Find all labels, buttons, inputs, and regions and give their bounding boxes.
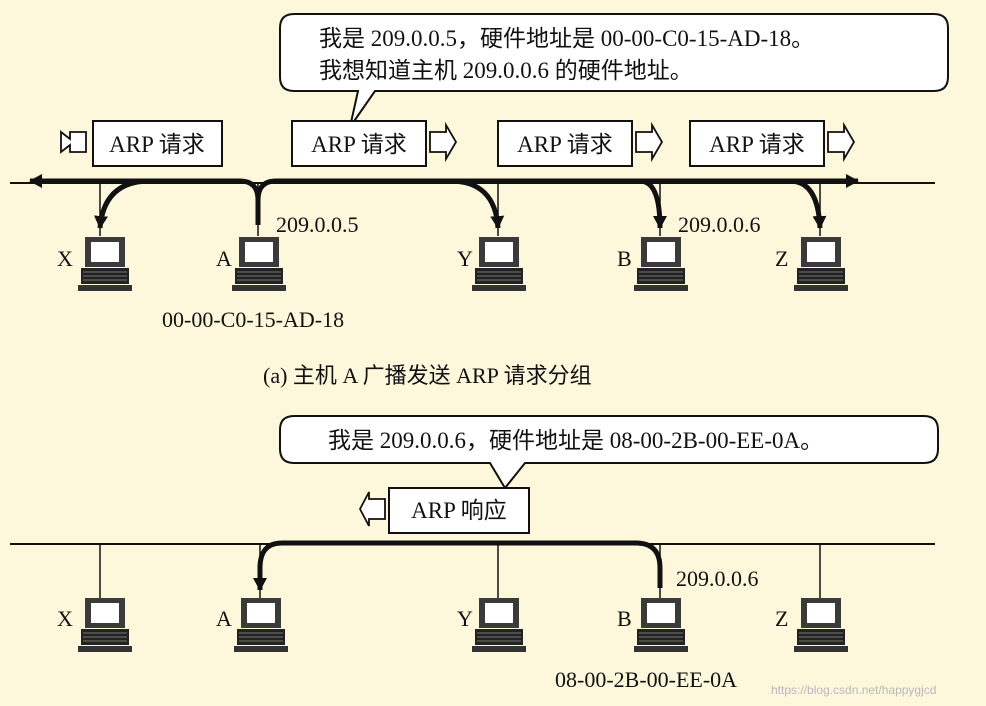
computer-icon <box>233 597 289 653</box>
computer-icon <box>633 597 689 653</box>
speech-bubble-a <box>279 13 949 128</box>
packet-label: ARP 请求 <box>709 132 805 157</box>
arrow-to-b <box>639 178 667 229</box>
ip-label-b: 209.0.0.6 <box>676 566 759 591</box>
arp-request-packet-2: ARP 请求 <box>291 120 458 167</box>
caption-a: (a) 主机 A 广播发送 ARP 请求分组 <box>263 363 592 388</box>
computer-icon <box>793 597 849 653</box>
bubble-a-line1: 我是 209.0.0.5，硬件地址是 00-00-C0-15-AD-18。 <box>319 26 814 51</box>
host-label-b: B <box>617 606 632 631</box>
watermark: https://blog.csdn.net/happygjcd <box>771 683 936 697</box>
mac-label-b: 08-00-2B-00-EE-0A <box>555 667 737 692</box>
arp-request-packet-4: ARP 请求 <box>689 120 856 167</box>
ip-label-b: 209.0.0.6 <box>678 212 761 237</box>
panel-a: 我是 209.0.0.5，硬件地址是 00-00-C0-15-AD-18。 我想… <box>10 13 949 388</box>
panel-b: 我是 209.0.0.6，硬件地址是 08-00-2B-00-EE-0A。 AR… <box>10 415 939 692</box>
unicast-arrow-b-to-a <box>253 540 663 591</box>
computer-icon <box>471 236 527 292</box>
speech-bubble-b <box>279 415 939 490</box>
host-label-b: B <box>617 246 632 271</box>
computer-icon <box>793 236 849 292</box>
broadcast-arrow-left <box>29 174 261 225</box>
computer-icon <box>633 236 689 292</box>
packet-label: ARP 请求 <box>311 132 407 157</box>
bubble-a-line2: 我想知道主机 209.0.0.6 的硬件地址。 <box>319 58 693 83</box>
computer-icon <box>77 236 133 292</box>
host-label-a: A <box>216 606 232 631</box>
arrow-to-z <box>789 178 827 229</box>
arp-response-packet: ARP 响应 <box>358 487 530 534</box>
packet-label: ARP 响应 <box>411 498 507 523</box>
arrow-to-x <box>94 178 151 229</box>
computer-icon <box>471 597 527 653</box>
host-label-a: A <box>216 246 232 271</box>
arp-request-packet-1: ARP 请求 <box>60 120 223 167</box>
host-label-x: X <box>57 606 73 631</box>
packet-label: ARP 请求 <box>517 132 613 157</box>
bubble-b-line1: 我是 209.0.0.6，硬件地址是 08-00-2B-00-EE-0A。 <box>328 428 823 453</box>
arrow-to-y <box>449 178 505 229</box>
host-label-z: Z <box>775 606 788 631</box>
host-label-z: Z <box>775 246 788 271</box>
computer-icon <box>77 597 133 653</box>
host-label-x: X <box>57 246 73 271</box>
packet-label: ARP 请求 <box>109 132 205 157</box>
ip-label-a: 209.0.0.5 <box>276 212 359 237</box>
arp-request-packet-3: ARP 请求 <box>497 120 664 167</box>
computer-icon <box>231 236 287 292</box>
host-label-y: Y <box>457 246 473 271</box>
mac-label-a: 00-00-C0-15-AD-18 <box>162 307 344 332</box>
host-label-y: Y <box>457 606 473 631</box>
